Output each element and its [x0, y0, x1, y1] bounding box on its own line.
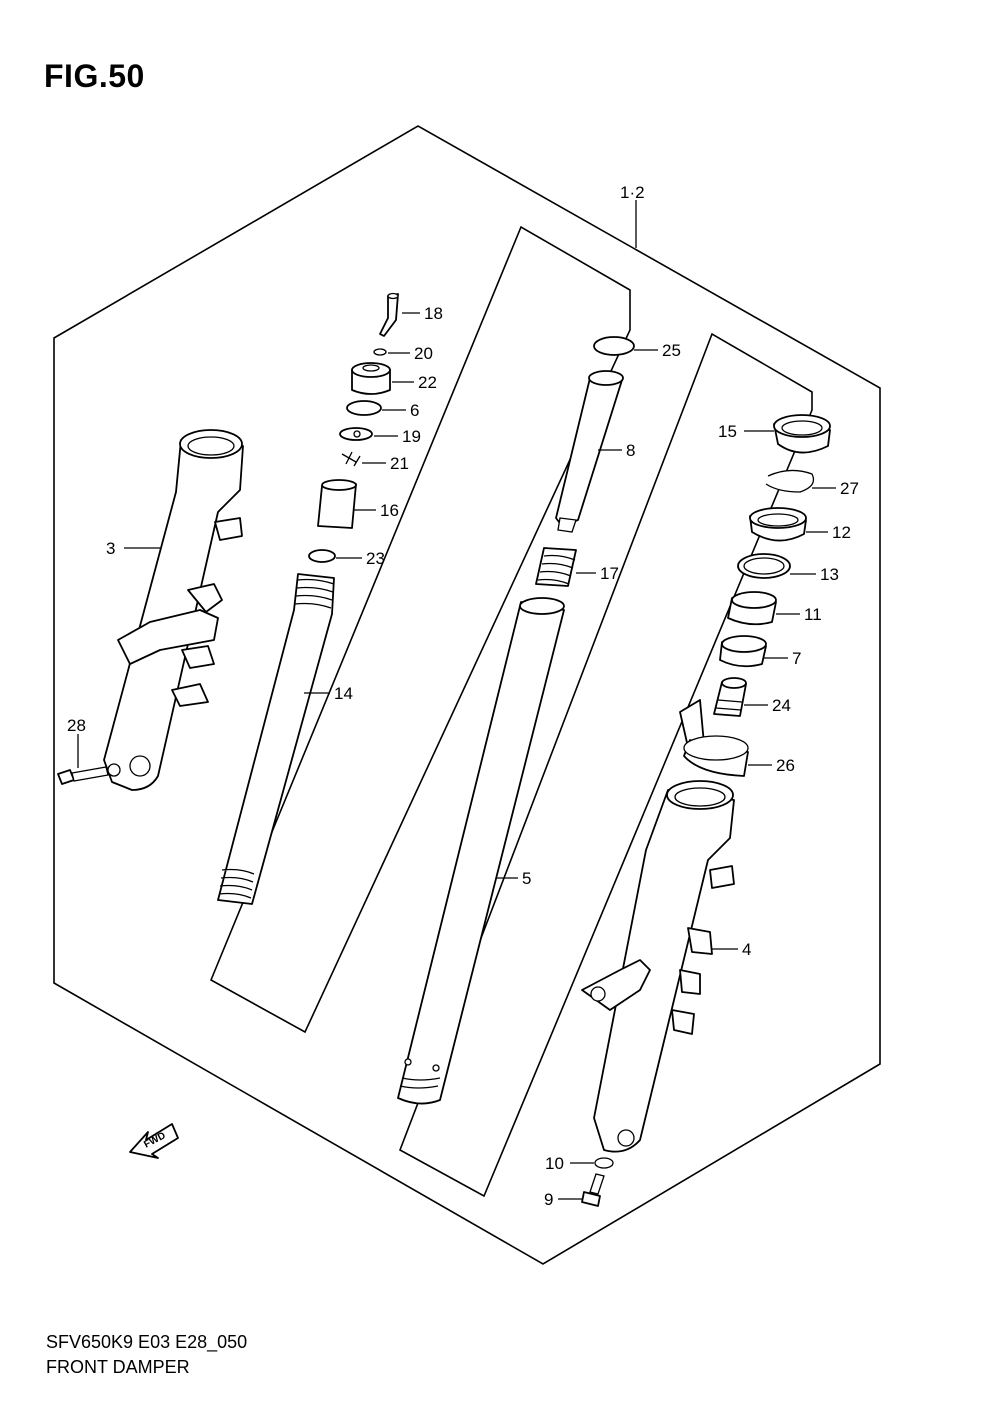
callout-28: 28	[67, 716, 86, 735]
part-17-rebound-spring	[535, 547, 577, 587]
callout-27: 27	[840, 479, 859, 498]
callout-4: 4	[742, 940, 751, 959]
part-7-slide-metal	[719, 635, 767, 668]
part-10-gasket	[594, 1157, 614, 1169]
figure-code: SFV650K9 E03 E28_050	[46, 1332, 248, 1352]
part-15-dust-seal	[773, 414, 831, 454]
figure-name: FRONT DAMPER	[46, 1357, 190, 1377]
part-19-washer	[339, 427, 373, 441]
part-22-cap-bolt	[351, 362, 391, 395]
part-23-washer	[308, 549, 336, 563]
part-12-oil-seal	[749, 507, 807, 542]
callout-15: 15	[718, 422, 737, 441]
part-25-ring	[593, 336, 635, 356]
group-boundary-left	[209, 225, 631, 1034]
figure-title: FIG.50	[44, 58, 145, 94]
callout-24: 24	[772, 696, 791, 715]
part-14-fork-spring	[217, 573, 335, 905]
part-11-slide-metal	[727, 591, 777, 626]
callout-9: 9	[544, 1190, 553, 1209]
assembly-callout: 1·2	[620, 183, 645, 202]
part-27-stopper-ring	[765, 469, 815, 493]
assembly-boundary	[53, 125, 881, 1265]
callout-18: 18	[424, 304, 443, 323]
callout-8: 8	[626, 441, 635, 460]
part-3-outer-tube-left	[103, 429, 244, 791]
part-18-adjuster-rod	[379, 292, 399, 337]
callout-17: 17	[600, 564, 619, 583]
part-28-bolt	[57, 766, 109, 785]
part-21-clip	[341, 451, 361, 467]
part-8-damper-cylinder	[555, 370, 624, 533]
callout-11: 11	[804, 605, 822, 624]
part-24-oil-lock-piece	[713, 677, 747, 717]
callout-12: 12	[832, 523, 851, 542]
callout-22: 22	[418, 373, 437, 392]
part-26-guide	[679, 699, 749, 777]
callout-7: 7	[792, 649, 801, 668]
callout-16: 16	[380, 501, 399, 520]
callout-14: 14	[334, 684, 353, 703]
callout-10: 10	[545, 1154, 564, 1173]
callout-6: 6	[410, 401, 419, 420]
part-20-o-ring	[373, 348, 387, 356]
part-16-spacer	[317, 479, 357, 529]
part-6-o-ring	[346, 400, 382, 416]
callout-26: 26	[776, 756, 795, 775]
part-4-outer-tube-right	[581, 780, 735, 1153]
part-5-inner-tube	[397, 597, 565, 1105]
callout-3: 3	[106, 539, 115, 558]
callout-25: 25	[662, 341, 681, 360]
fwd-arrow-icon: FWD	[129, 1123, 179, 1159]
callout-5: 5	[522, 869, 531, 888]
callout-13: 13	[820, 565, 839, 584]
callout-19: 19	[402, 427, 421, 446]
group-boundary-right	[399, 332, 813, 1198]
callout-21: 21	[390, 454, 409, 473]
callout-23: 23	[366, 549, 385, 568]
callout-20: 20	[414, 344, 433, 363]
part-9-bolt	[581, 1173, 605, 1207]
